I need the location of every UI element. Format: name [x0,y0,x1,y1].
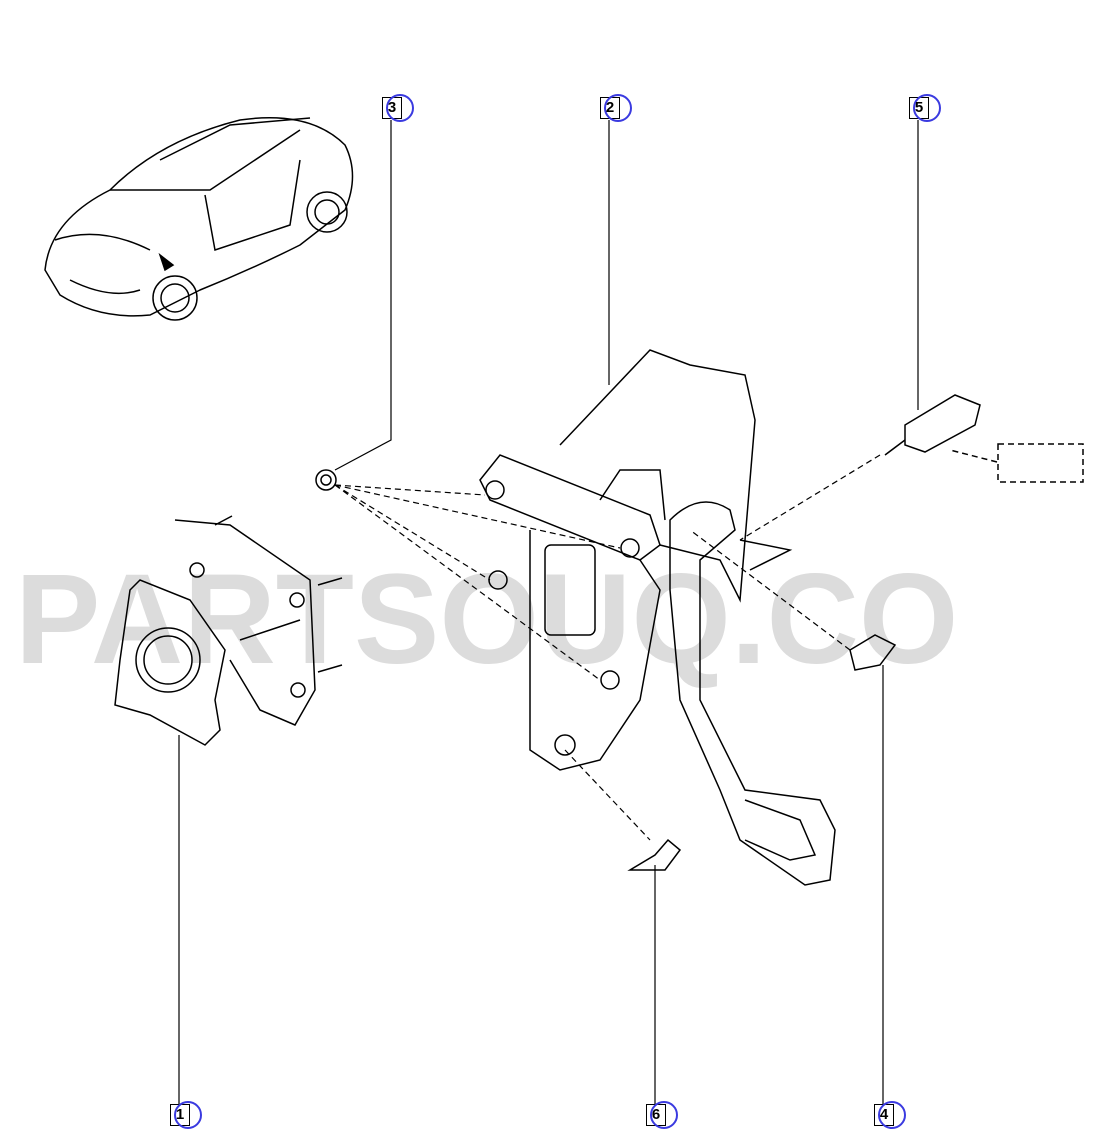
part-6-bolt [627,838,682,871]
highlight-ring [386,94,414,122]
leader-lines [178,120,919,1105]
callout-6[interactable]: 6 [646,1101,682,1129]
callout-3[interactable]: 3 [382,94,418,122]
callout-4[interactable]: 4 [874,1101,910,1129]
highlight-ring [913,94,941,122]
part-3-nut [315,469,337,491]
highlight-ring [174,1101,202,1129]
highlight-ring [878,1101,906,1129]
part-5-switch [884,394,1084,483]
part-4-clip [849,634,897,671]
callout-1[interactable]: 1 [170,1101,206,1129]
highlight-ring [604,94,632,122]
car-thumbnail [44,117,354,321]
assembly-lines [334,454,881,841]
part-1-bracket [114,515,343,746]
callout-5[interactable]: 5 [909,94,945,122]
part-2-pedal-assembly [479,349,836,886]
callout-2[interactable]: 2 [600,94,636,122]
watermark: PARTSOUQ.CO [15,548,959,691]
highlight-ring [650,1101,678,1129]
